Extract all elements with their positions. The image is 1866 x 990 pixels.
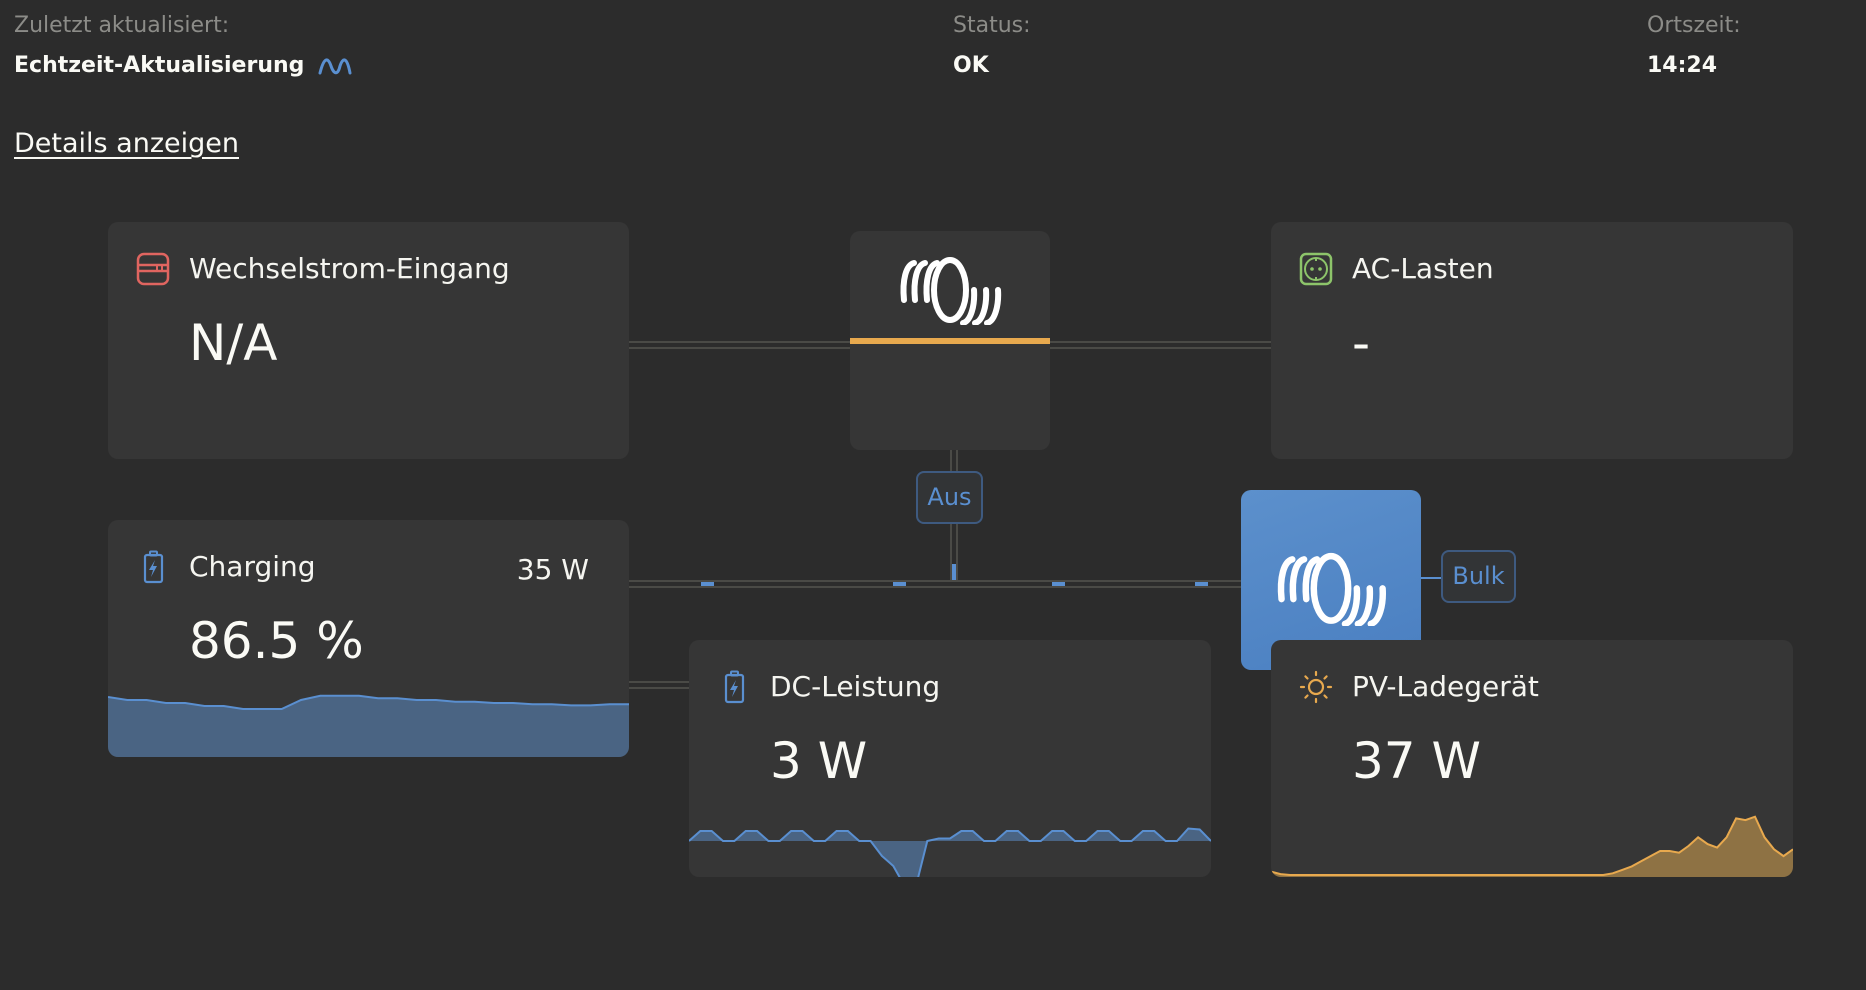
- mppt-state-badge: Bulk: [1441, 550, 1516, 603]
- inverter-ac-bar: [850, 338, 1050, 344]
- ac-input-value: N/A: [189, 314, 278, 372]
- flow-dot: [893, 582, 906, 586]
- battery-state: Charging: [189, 550, 316, 583]
- status-label: Status:: [953, 13, 1031, 38]
- ac-input-icon: [136, 252, 170, 286]
- last-updated-value: Echtzeit-Aktualisierung: [14, 53, 352, 78]
- dc-power-card[interactable]: DC-Leistung 3 W: [689, 640, 1211, 877]
- dc-power-title: DC-Leistung: [770, 670, 941, 703]
- pv-charger-sparkline: [1271, 815, 1793, 877]
- flow-dot: [701, 582, 714, 586]
- pv-charger-value: 37 W: [1352, 732, 1481, 790]
- local-time-label: Ortszeit:: [1647, 13, 1741, 38]
- flow-dot: [1195, 582, 1208, 586]
- sparkline-area: [689, 828, 1211, 877]
- ac-loads-card[interactable]: AC-Lasten -: [1271, 222, 1793, 459]
- details-link[interactable]: Details anzeigen: [14, 128, 239, 159]
- power-socket-icon: [1299, 252, 1333, 286]
- victron-logo-icon: [900, 257, 1002, 325]
- battery-sparkline: [108, 694, 629, 757]
- battery-card[interactable]: Charging 35 W 86.5 %: [108, 520, 629, 757]
- pv-charger-title: PV-Ladegerät: [1352, 670, 1539, 703]
- last-updated-text: Echtzeit-Aktualisierung: [14, 53, 305, 78]
- realtime-wave-icon: [318, 58, 352, 75]
- flow-dot: [952, 564, 956, 580]
- ac-loads-title: AC-Lasten: [1352, 252, 1494, 285]
- inverter-state-badge: Aus: [916, 471, 983, 524]
- dc-power-value: 3 W: [770, 732, 868, 790]
- mppt-state-line: [1421, 577, 1441, 579]
- local-time-value: 14:24: [1647, 53, 1718, 78]
- battery-power: 35 W: [516, 553, 589, 586]
- victron-logo-icon: [1277, 552, 1386, 626]
- battery-charging-icon: [143, 550, 164, 584]
- ac-input-card[interactable]: Wechselstrom-Eingang N/A: [108, 222, 629, 459]
- inverter-box[interactable]: [850, 231, 1050, 450]
- battery-soc: 86.5 %: [189, 612, 364, 670]
- sparkline-line: [108, 694, 629, 710]
- sun-icon: [1299, 670, 1333, 704]
- last-updated-label: Zuletzt aktualisiert:: [14, 13, 230, 38]
- ac-input-title: Wechselstrom-Eingang: [189, 252, 510, 285]
- dc-power-sparkline: [689, 827, 1211, 877]
- sparkline-line: [689, 827, 1211, 877]
- flow-dot: [1052, 582, 1065, 586]
- status-value: OK: [953, 53, 989, 78]
- sparkline-line: [1271, 815, 1793, 876]
- pv-charger-card[interactable]: PV-Ladegerät 37 W: [1271, 640, 1793, 877]
- battery-charging-icon: [724, 670, 745, 704]
- sparkline-area: [1271, 816, 1793, 877]
- ac-loads-value: -: [1352, 314, 1371, 372]
- sparkline-area: [108, 695, 629, 757]
